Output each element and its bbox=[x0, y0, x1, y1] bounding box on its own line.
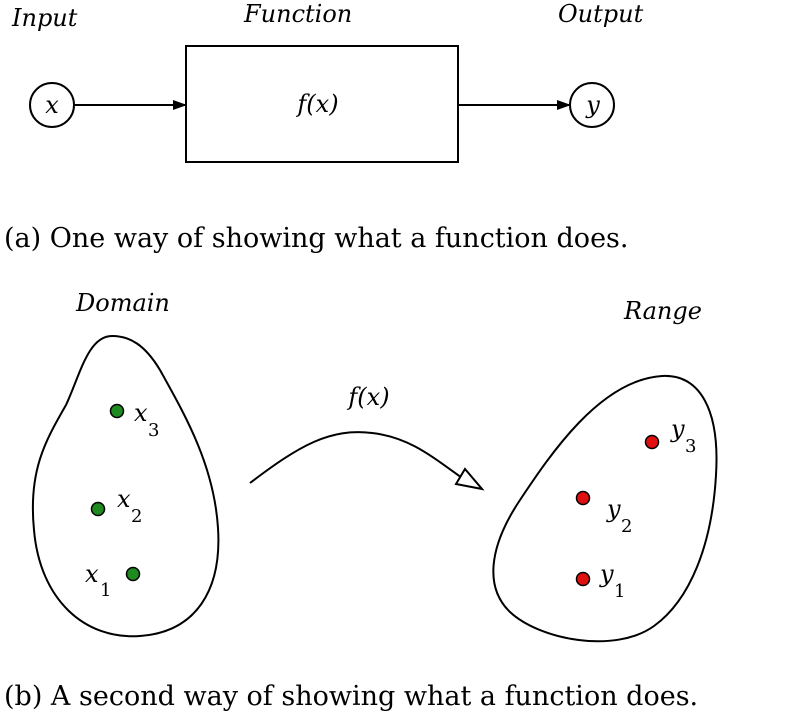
domain-region bbox=[31, 334, 220, 638]
range-label-y1-var: y bbox=[599, 560, 614, 588]
domain-point-x2 bbox=[90, 501, 106, 517]
mapping-arrowhead bbox=[454, 467, 485, 491]
range-region bbox=[492, 374, 718, 643]
range-label-y2-var: y bbox=[606, 495, 621, 523]
range-point-y3 bbox=[644, 434, 660, 450]
range-label-y1-sub: 1 bbox=[614, 581, 625, 602]
domain-label-x3-sub: 3 bbox=[148, 420, 159, 441]
domain-point-x3 bbox=[109, 403, 125, 419]
domain-label-x2-sub: 2 bbox=[131, 506, 142, 527]
mapping-label: f(x) bbox=[346, 383, 389, 411]
output-heading: Output bbox=[558, 0, 644, 28]
domain-label-x2-var: x bbox=[117, 485, 131, 513]
range-point-y1 bbox=[575, 571, 591, 587]
domain-heading: Domain bbox=[75, 289, 170, 317]
domain-label-x1-var: x bbox=[85, 560, 99, 588]
range-label-y3-var: y bbox=[670, 415, 685, 443]
output-node bbox=[569, 82, 615, 128]
range-point-y2 bbox=[575, 490, 591, 506]
input-variable: x bbox=[45, 91, 59, 119]
domain-point-x1 bbox=[125, 566, 141, 582]
output-variable: y bbox=[585, 91, 600, 119]
range-heading: Range bbox=[623, 297, 702, 325]
function-expression: f(x) bbox=[295, 90, 338, 118]
function-heading: Function bbox=[243, 0, 352, 28]
mapping-curve bbox=[249, 431, 463, 484]
domain-label-x3-var: x bbox=[134, 399, 148, 427]
caption-a: (a) One way of showing what a function d… bbox=[4, 223, 628, 254]
range-label-y3-sub: 3 bbox=[685, 436, 696, 457]
range-label-y2-sub: 2 bbox=[621, 516, 632, 537]
input-heading: Input bbox=[11, 4, 78, 32]
domain-label-x1-sub: 1 bbox=[100, 580, 111, 601]
caption-b: (b) A second way of showing what a funct… bbox=[4, 681, 698, 712]
